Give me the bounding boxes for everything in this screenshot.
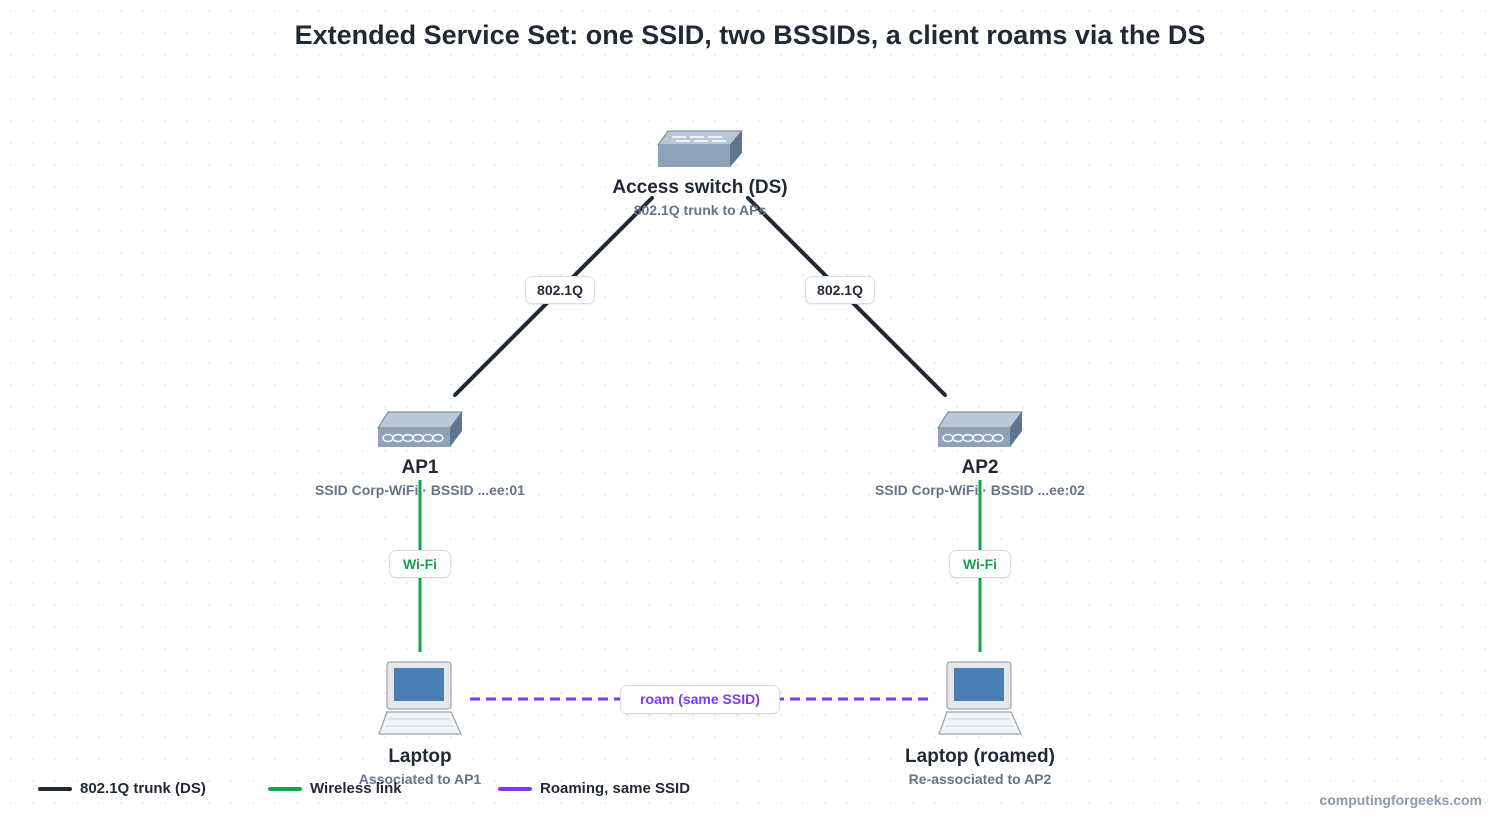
laptop-icon: [938, 661, 1022, 735]
switch-name: Access switch (DS): [612, 177, 788, 198]
ap1-name: AP1: [401, 457, 439, 478]
laptop1-subtitle: Associated to AP1: [358, 771, 482, 787]
legend-roam: Roaming, same SSID: [498, 780, 690, 797]
wifi-label-left: Wi-Fi: [389, 550, 451, 578]
ap2-subtitle: SSID Corp-WiFi · BSSID ...ee:02: [875, 482, 1085, 498]
legend-wireless: Wireless link: [268, 780, 402, 797]
wifi-label-right: Wi-Fi: [949, 550, 1011, 578]
ap1-subtitle: SSID Corp-WiFi · BSSID ...ee:01: [315, 482, 525, 498]
ap2-name: AP2: [961, 457, 999, 478]
diagram-title: Extended Service Set: one SSID, two BSSI…: [294, 20, 1206, 50]
laptop1-name: Laptop: [388, 746, 452, 767]
legend-wireless-swatch: [268, 786, 302, 791]
trunk-label-left: 802.1Q: [525, 276, 595, 304]
laptop1-node: Laptop Associated to AP1: [260, 746, 580, 790]
laptop2-node: Laptop (roamed) Re-associated to AP2: [820, 746, 1140, 790]
laptop2-subtitle: Re-associated to AP2: [908, 771, 1052, 787]
watermark: computingforgeeks.com: [1319, 792, 1482, 808]
laptop2-name: Laptop (roamed): [905, 746, 1055, 767]
legend-roam-swatch: [498, 786, 532, 791]
legend-trunk-swatch: [38, 786, 72, 791]
switch-node: Access switch (DS) 802.1Q trunk to APs: [540, 177, 860, 221]
laptop-icon: [378, 661, 462, 735]
trunk-label-right: 802.1Q: [805, 276, 875, 304]
access-point-icon: [377, 411, 463, 447]
roam-label: roam (same SSID): [620, 685, 780, 714]
ap1-node: AP1 SSID Corp-WiFi · BSSID ...ee:01: [260, 457, 580, 501]
access-point-icon: [937, 411, 1023, 447]
switch-subtitle: 802.1Q trunk to APs: [633, 202, 767, 218]
ap2-node: AP2 SSID Corp-WiFi · BSSID ...ee:02: [820, 457, 1140, 501]
legend-trunk: 802.1Q trunk (DS): [38, 780, 206, 797]
legend-wireless-label: Wireless link: [310, 780, 402, 797]
legend-roam-label: Roaming, same SSID: [540, 780, 691, 797]
switch-icon: [657, 130, 744, 167]
legend-trunk-label: 802.1Q trunk (DS): [80, 780, 206, 797]
